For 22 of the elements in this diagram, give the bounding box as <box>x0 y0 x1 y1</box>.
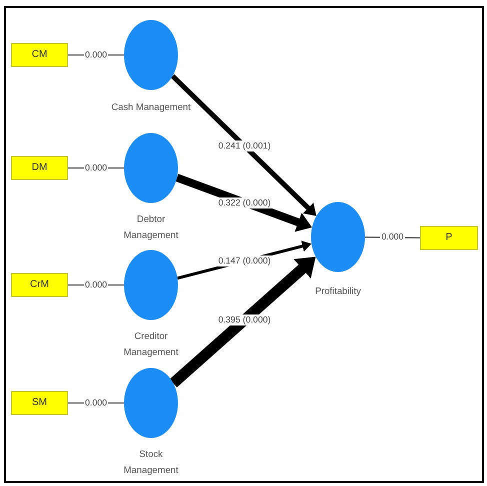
construct-label: Debtor Management <box>122 212 180 242</box>
edge-label: 0.241 (0.001) <box>217 140 272 152</box>
arrow <box>176 174 312 232</box>
construct-label: Profitability <box>315 284 361 298</box>
edge-label: 0.000 <box>84 50 108 60</box>
edge-label: 0.395 (0.000) <box>217 314 272 326</box>
edge-label: 0.000 <box>380 232 404 243</box>
indicator-box: P <box>420 226 478 250</box>
indicator-box: CrM <box>11 273 68 297</box>
edge-label: 0.147 (0.000) <box>217 256 272 266</box>
construct-label: Cash Management <box>111 100 191 114</box>
arrow <box>170 74 316 216</box>
indicator-box: SM <box>11 391 68 415</box>
indicator-box: DM <box>11 156 68 180</box>
construct-label: Stock Management <box>122 447 180 477</box>
edge-label: 0.000 <box>84 280 108 290</box>
edge-label: 0.000 <box>84 398 108 408</box>
arrow <box>170 256 316 388</box>
edge-label: 0.322 (0.000) <box>217 197 272 208</box>
indicator-box: CM <box>11 43 68 67</box>
construct-label: Creditor Management <box>122 329 180 359</box>
edge-label: 0.000 <box>84 162 108 174</box>
